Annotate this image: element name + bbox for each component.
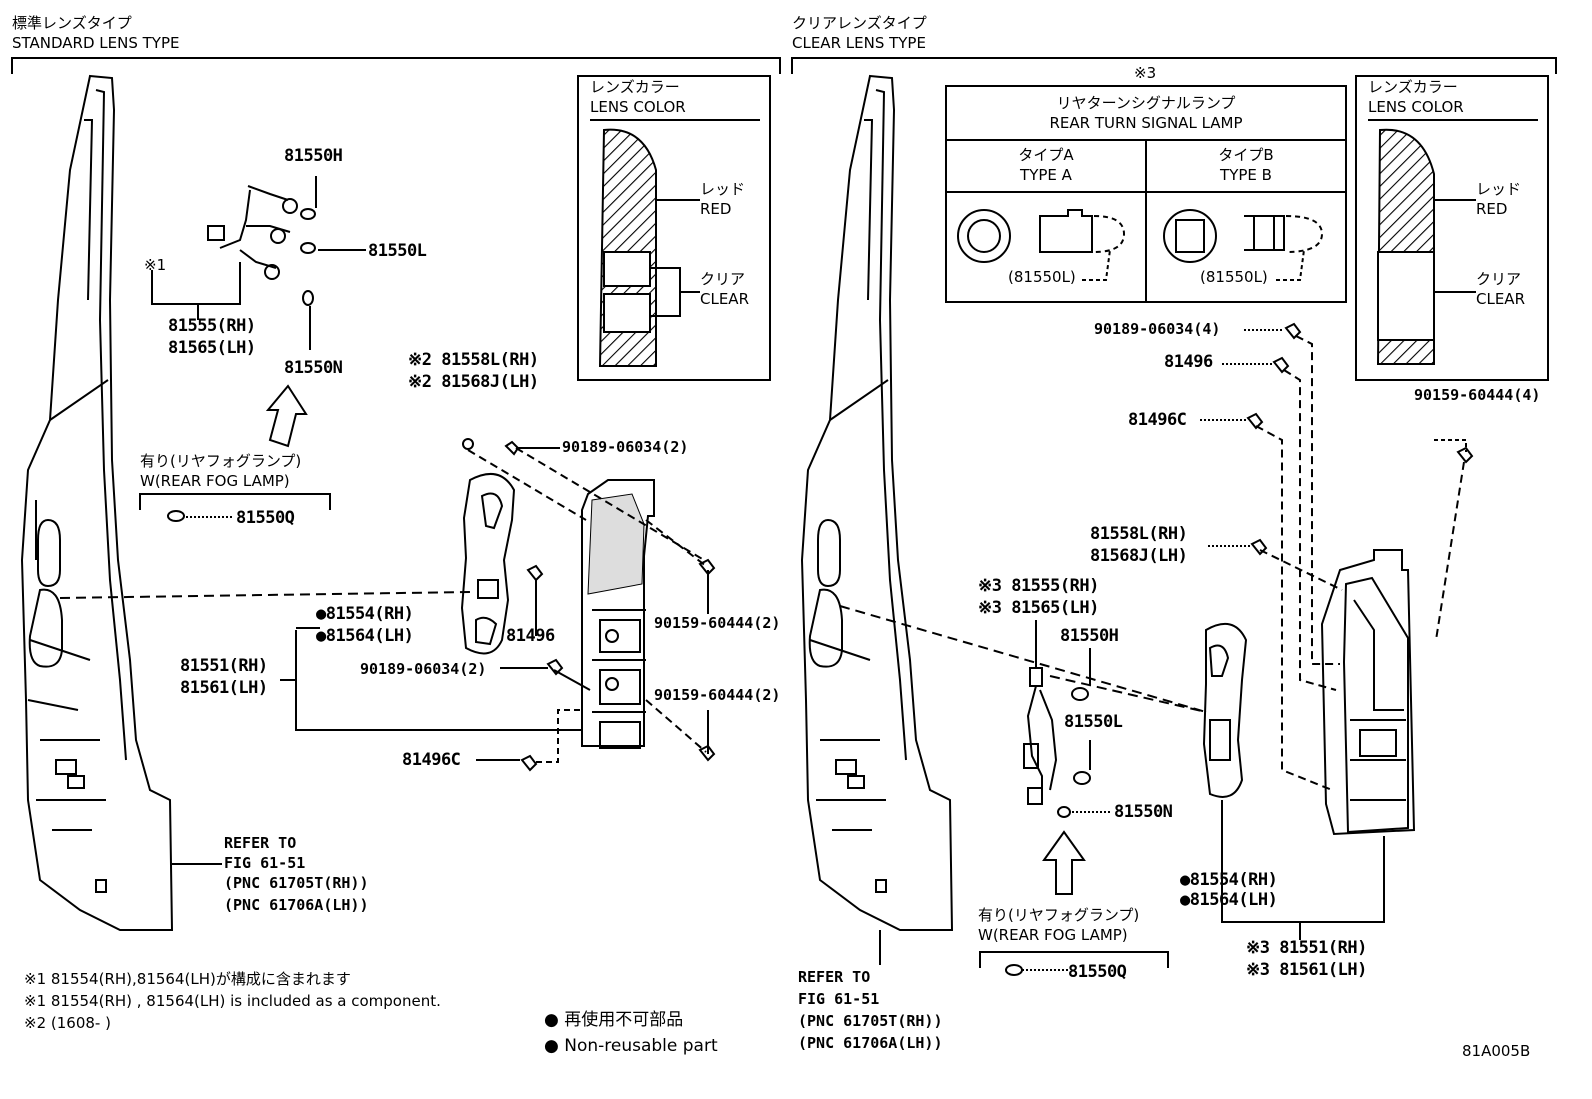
label-81565-lh[interactable]: 81565(LH): [168, 338, 256, 358]
note-1-en: ※1 81554(RH) , 81564(LH) is included as …: [24, 992, 441, 1010]
left-section-bracket: [11, 57, 781, 74]
turn-signal-en: REAR TURN SIGNAL LAMP: [1049, 114, 1243, 132]
label-81550L[interactable]: 81550L: [368, 241, 427, 261]
left-clear-en: CLEAR: [700, 290, 749, 308]
mark-3: ※3: [1134, 64, 1157, 82]
right-gasket: [1202, 622, 1248, 798]
legend-jp: ● 再使用不可部品: [544, 1010, 684, 1030]
label-81550N[interactable]: 81550N: [284, 358, 343, 378]
note-1-jp: ※1 81554(RH),81564(LH)が構成に含まれます: [24, 970, 351, 988]
left-lens-color-en: LENS COLOR: [590, 98, 686, 116]
type-a-jp: タイプA: [1018, 146, 1074, 164]
left-body-pillar: [20, 74, 174, 931]
type-a-en: TYPE A: [1020, 166, 1072, 184]
type-a-socket: [957, 209, 1126, 281]
r-label-81550L[interactable]: 81550L: [1064, 712, 1123, 732]
r-label-81550Q[interactable]: 81550Q: [1068, 962, 1127, 982]
right-section-bracket: [791, 57, 1557, 74]
right-red-jp: レッド: [1476, 180, 1522, 198]
right-fog-arrow: [1042, 830, 1086, 895]
r-label-81551-rh[interactable]: ※3 81551(RH): [1246, 938, 1367, 958]
left-refer-3: (PNC 61705T(RH)): [224, 874, 369, 892]
type-b-en: TYPE B: [1220, 166, 1272, 184]
label-81550H[interactable]: 81550H: [284, 146, 343, 166]
r-label-81568J-lh[interactable]: 81568J(LH): [1090, 546, 1188, 566]
left-fog-jp: 有り(リヤフォグランプ): [140, 452, 302, 470]
left-fog-arrow: [265, 384, 308, 448]
left-title-jp: 標準レンズタイプ: [12, 14, 132, 32]
left-rear-lamp: [581, 479, 655, 749]
r-label-90159-60444[interactable]: 90159-60444(4): [1414, 386, 1541, 404]
label-81496C[interactable]: 81496C: [402, 750, 461, 770]
right-clear-jp: クリア: [1476, 270, 1522, 288]
left-fog-en: W(REAR FOG LAMP): [140, 472, 290, 490]
r-label-81496C[interactable]: 81496C: [1128, 410, 1187, 430]
right-fog-jp: 有り(リヤフォグランプ): [978, 906, 1140, 924]
mark-1: ※1: [144, 256, 167, 274]
right-lens-color-en: LENS COLOR: [1368, 98, 1464, 116]
right-socket-wire: [1023, 620, 1112, 818]
right-fog-en: W(REAR FOG LAMP): [978, 926, 1128, 944]
label-81554-rh[interactable]: ●81554(RH): [316, 604, 414, 624]
right-rear-lamp: [1320, 549, 1416, 836]
left-gasket: [460, 472, 516, 655]
turn-signal-jp: リヤターンシグナルランプ: [1056, 94, 1236, 112]
label-90189-06034-a[interactable]: 90189-06034(2): [562, 438, 689, 456]
label-81555-rh[interactable]: 81555(RH): [168, 316, 256, 336]
right-title-jp: クリアレンズタイプ: [792, 14, 927, 32]
right-title-en: CLEAR LENS TYPE: [792, 34, 926, 52]
label-81564-lh[interactable]: ●81564(LH): [316, 626, 414, 646]
right-refer-1: REFER TO: [798, 968, 871, 986]
left-socket-wire: [151, 176, 366, 350]
label-90189-06034-b[interactable]: 90189-06034(2): [360, 660, 487, 678]
right-refer-2[interactable]: FIG 61-51: [798, 990, 880, 1008]
right-refer-3: (PNC 61705T(RH)): [798, 1012, 943, 1030]
type-b-part[interactable]: (81550L): [1200, 268, 1268, 286]
left-red-jp: レッド: [700, 180, 746, 198]
left-refer-1: REFER TO: [224, 834, 297, 852]
label-81551-rh[interactable]: 81551(RH): [180, 656, 268, 676]
left-title-en: STANDARD LENS TYPE: [12, 34, 180, 52]
right-refer-4: (PNC 61706A(LH)): [798, 1034, 943, 1052]
right-red-en: RED: [1476, 200, 1508, 218]
left-refer-2[interactable]: FIG 61-51: [224, 854, 306, 872]
r-label-81564-lh[interactable]: ●81564(LH): [1180, 890, 1278, 910]
r-label-90189-06034[interactable]: 90189-06034(4): [1094, 320, 1221, 338]
r-label-81555-rh[interactable]: ※3 81555(RH): [978, 576, 1099, 596]
left-clear-jp: クリア: [700, 270, 746, 288]
label-81561-lh[interactable]: 81561(LH): [180, 678, 268, 698]
label-90159-60444-b[interactable]: 90159-60444(2): [654, 686, 781, 704]
note-2: ※2 (1608- ): [24, 1014, 111, 1032]
right-clear-en: CLEAR: [1476, 290, 1525, 308]
label-81568J-lh[interactable]: ※2 81568J(LH): [408, 372, 539, 392]
left-red-en: RED: [700, 200, 732, 218]
r-label-81550H[interactable]: 81550H: [1060, 626, 1119, 646]
figure-code: 81A005B: [1462, 1042, 1531, 1060]
r-label-81565-lh[interactable]: ※3 81565(LH): [978, 598, 1099, 618]
r-label-81550N[interactable]: 81550N: [1114, 802, 1173, 822]
label-90159-60444-a[interactable]: 90159-60444(2): [654, 614, 781, 632]
right-lens-color-jp: レンズカラー: [1368, 78, 1458, 96]
type-b-socket: [1163, 209, 1324, 281]
r-label-81554-rh[interactable]: ●81554(RH): [1180, 870, 1278, 890]
type-a-part[interactable]: (81550L): [1008, 268, 1076, 286]
r-label-81558L-rh[interactable]: 81558L(RH): [1090, 524, 1188, 544]
r-label-81496[interactable]: 81496: [1164, 352, 1213, 372]
left-lens-color-jp: レンズカラー: [590, 78, 680, 96]
right-body-pillar: [800, 74, 954, 965]
type-b-jp: タイプB: [1218, 146, 1274, 164]
left-refer-4: (PNC 61706A(LH)): [224, 896, 369, 914]
legend-en: ● Non-reusable part: [544, 1036, 718, 1056]
label-81558L-rh[interactable]: ※2 81558L(RH): [408, 350, 539, 370]
label-81550Q[interactable]: 81550Q: [236, 508, 295, 528]
label-81496[interactable]: 81496: [506, 626, 555, 646]
r-label-81561-lh[interactable]: ※3 81561(LH): [1246, 960, 1367, 980]
